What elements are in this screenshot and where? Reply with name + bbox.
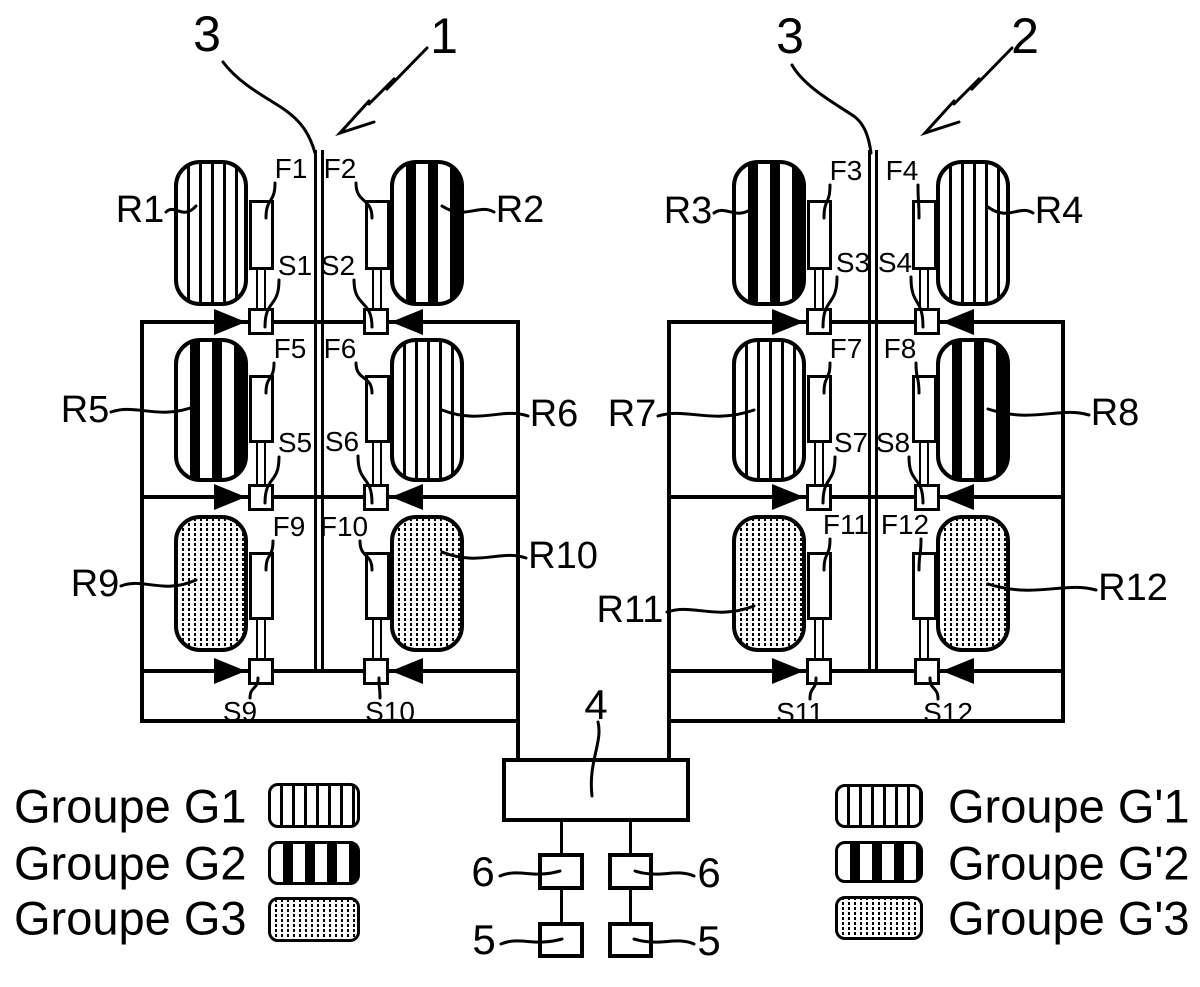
label-F9: F9	[273, 513, 306, 541]
label-S1: S1	[278, 252, 312, 280]
label-R6: R6	[530, 395, 579, 433]
label-R4: R4	[1035, 192, 1084, 230]
label-R1: R1	[116, 191, 165, 229]
legend-swatch-g2	[268, 841, 360, 885]
label-S6: S6	[325, 428, 359, 456]
legend-right-label-gp3: Groupe G'3	[948, 895, 1190, 942]
label-R12: R12	[1098, 569, 1168, 607]
label-F5: F5	[274, 335, 307, 363]
ref-5-left: 5	[472, 919, 495, 961]
label-F10: F10	[320, 513, 368, 541]
label-R10: R10	[528, 537, 598, 575]
label-S7: S7	[834, 429, 868, 457]
ref-1-left-assembly: 1	[430, 11, 458, 61]
legend-left-label-g2: Groupe G2	[14, 840, 247, 887]
label-S4: S4	[878, 249, 912, 277]
legend-swatch-g3	[268, 897, 360, 942]
label-S8: S8	[876, 429, 910, 457]
label-F12: F12	[881, 511, 929, 539]
label-S5: S5	[278, 429, 312, 457]
label-S10: S10	[365, 698, 415, 726]
ref-3-left: 3	[193, 9, 221, 59]
ref-6-right: 6	[697, 852, 720, 894]
label-S9: S9	[223, 698, 257, 726]
ref-3-right: 3	[776, 11, 804, 61]
label-S2: S2	[321, 252, 355, 280]
label-R3: R3	[664, 192, 713, 230]
legend-left-label-g3: Groupe G3	[14, 895, 247, 942]
label-S12: S12	[923, 699, 973, 727]
label-F8: F8	[884, 335, 917, 363]
label-S11: S11	[776, 699, 824, 727]
label-R11: R11	[597, 591, 664, 629]
label-S3: S3	[836, 249, 870, 277]
ref-5-right: 5	[697, 920, 720, 962]
label-R7: R7	[608, 395, 657, 433]
label-F4: F4	[886, 157, 919, 185]
legend-left-label-g1: Groupe G1	[14, 783, 247, 830]
legend-swatch-gp3	[835, 896, 923, 940]
legend-right-label-gp2: Groupe G'2	[948, 840, 1190, 887]
label-R5: R5	[61, 391, 110, 429]
label-R2: R2	[496, 191, 545, 229]
ref-6-left: 6	[471, 851, 494, 893]
legend-swatch-gp1	[835, 784, 923, 828]
legend-swatch-gp2	[835, 841, 923, 883]
label-F3: F3	[830, 157, 863, 185]
ref-4-central-unit: 4	[584, 684, 607, 726]
label-F6: F6	[324, 335, 357, 363]
label-R8: R8	[1091, 394, 1140, 432]
label-F11: F11	[823, 511, 869, 539]
label-F2: F2	[324, 155, 357, 183]
label-F7: F7	[830, 335, 863, 363]
label-F1: F1	[275, 155, 308, 183]
ref-2-right-assembly: 2	[1011, 11, 1039, 61]
legend-right-label-gp1: Groupe G'1	[948, 783, 1190, 830]
legend-swatch-g1	[268, 783, 360, 828]
label-R9: R9	[71, 565, 120, 603]
